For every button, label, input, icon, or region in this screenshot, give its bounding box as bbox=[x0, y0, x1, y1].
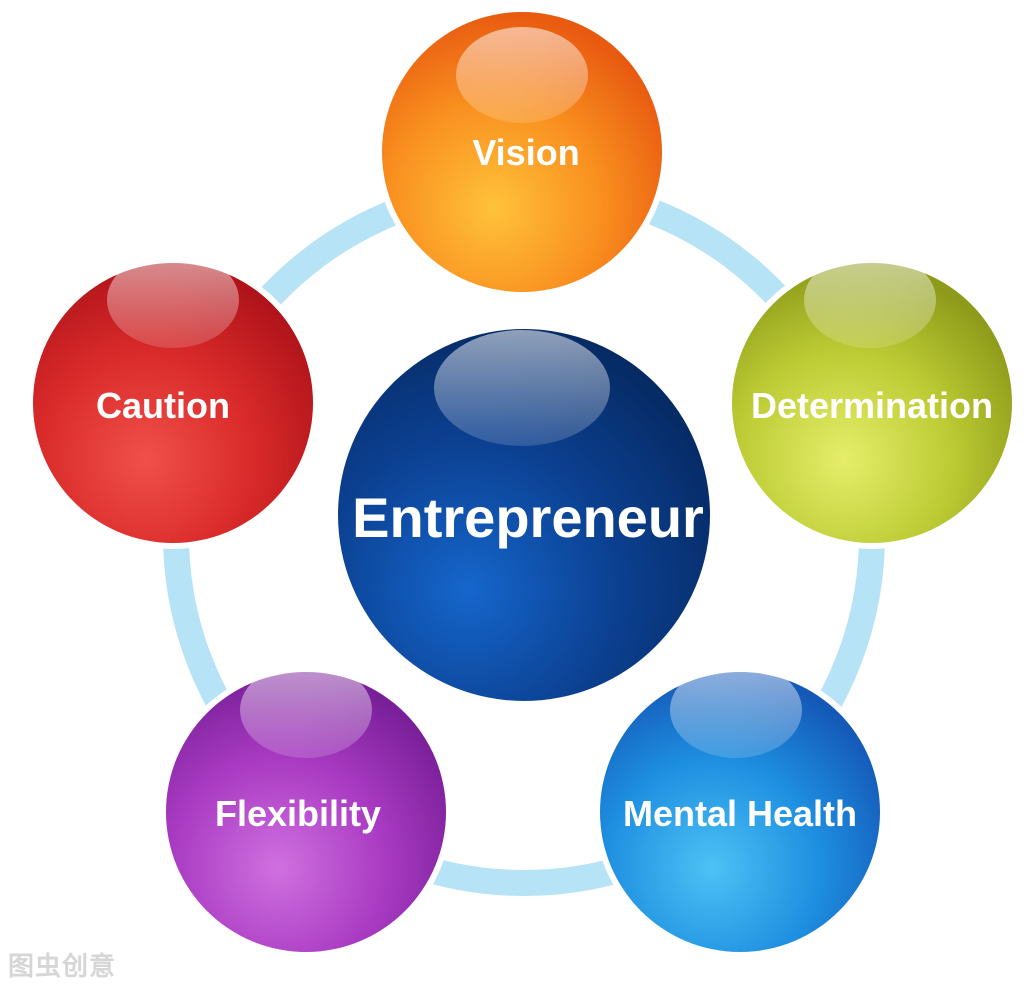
node-vision: Vision bbox=[376, 6, 668, 298]
node-label-vision: Vision bbox=[472, 132, 579, 173]
watermark: 图虫创意 bbox=[8, 952, 117, 982]
node-mental-health: Mental Health bbox=[594, 662, 886, 958]
center-node: Entrepreneur bbox=[332, 323, 716, 707]
node-caution: Caution bbox=[27, 252, 319, 549]
node-label-caution: Caution bbox=[96, 385, 230, 426]
node-label-flexibility: Flexibility bbox=[215, 793, 381, 834]
node-label-mental-health: Mental Health bbox=[623, 793, 857, 834]
node-determination: Determination bbox=[726, 252, 1018, 549]
node-flexibility: Flexibility bbox=[160, 662, 452, 958]
node-label-determination: Determination bbox=[751, 385, 993, 426]
center-label: Entrepreneur bbox=[352, 486, 704, 549]
